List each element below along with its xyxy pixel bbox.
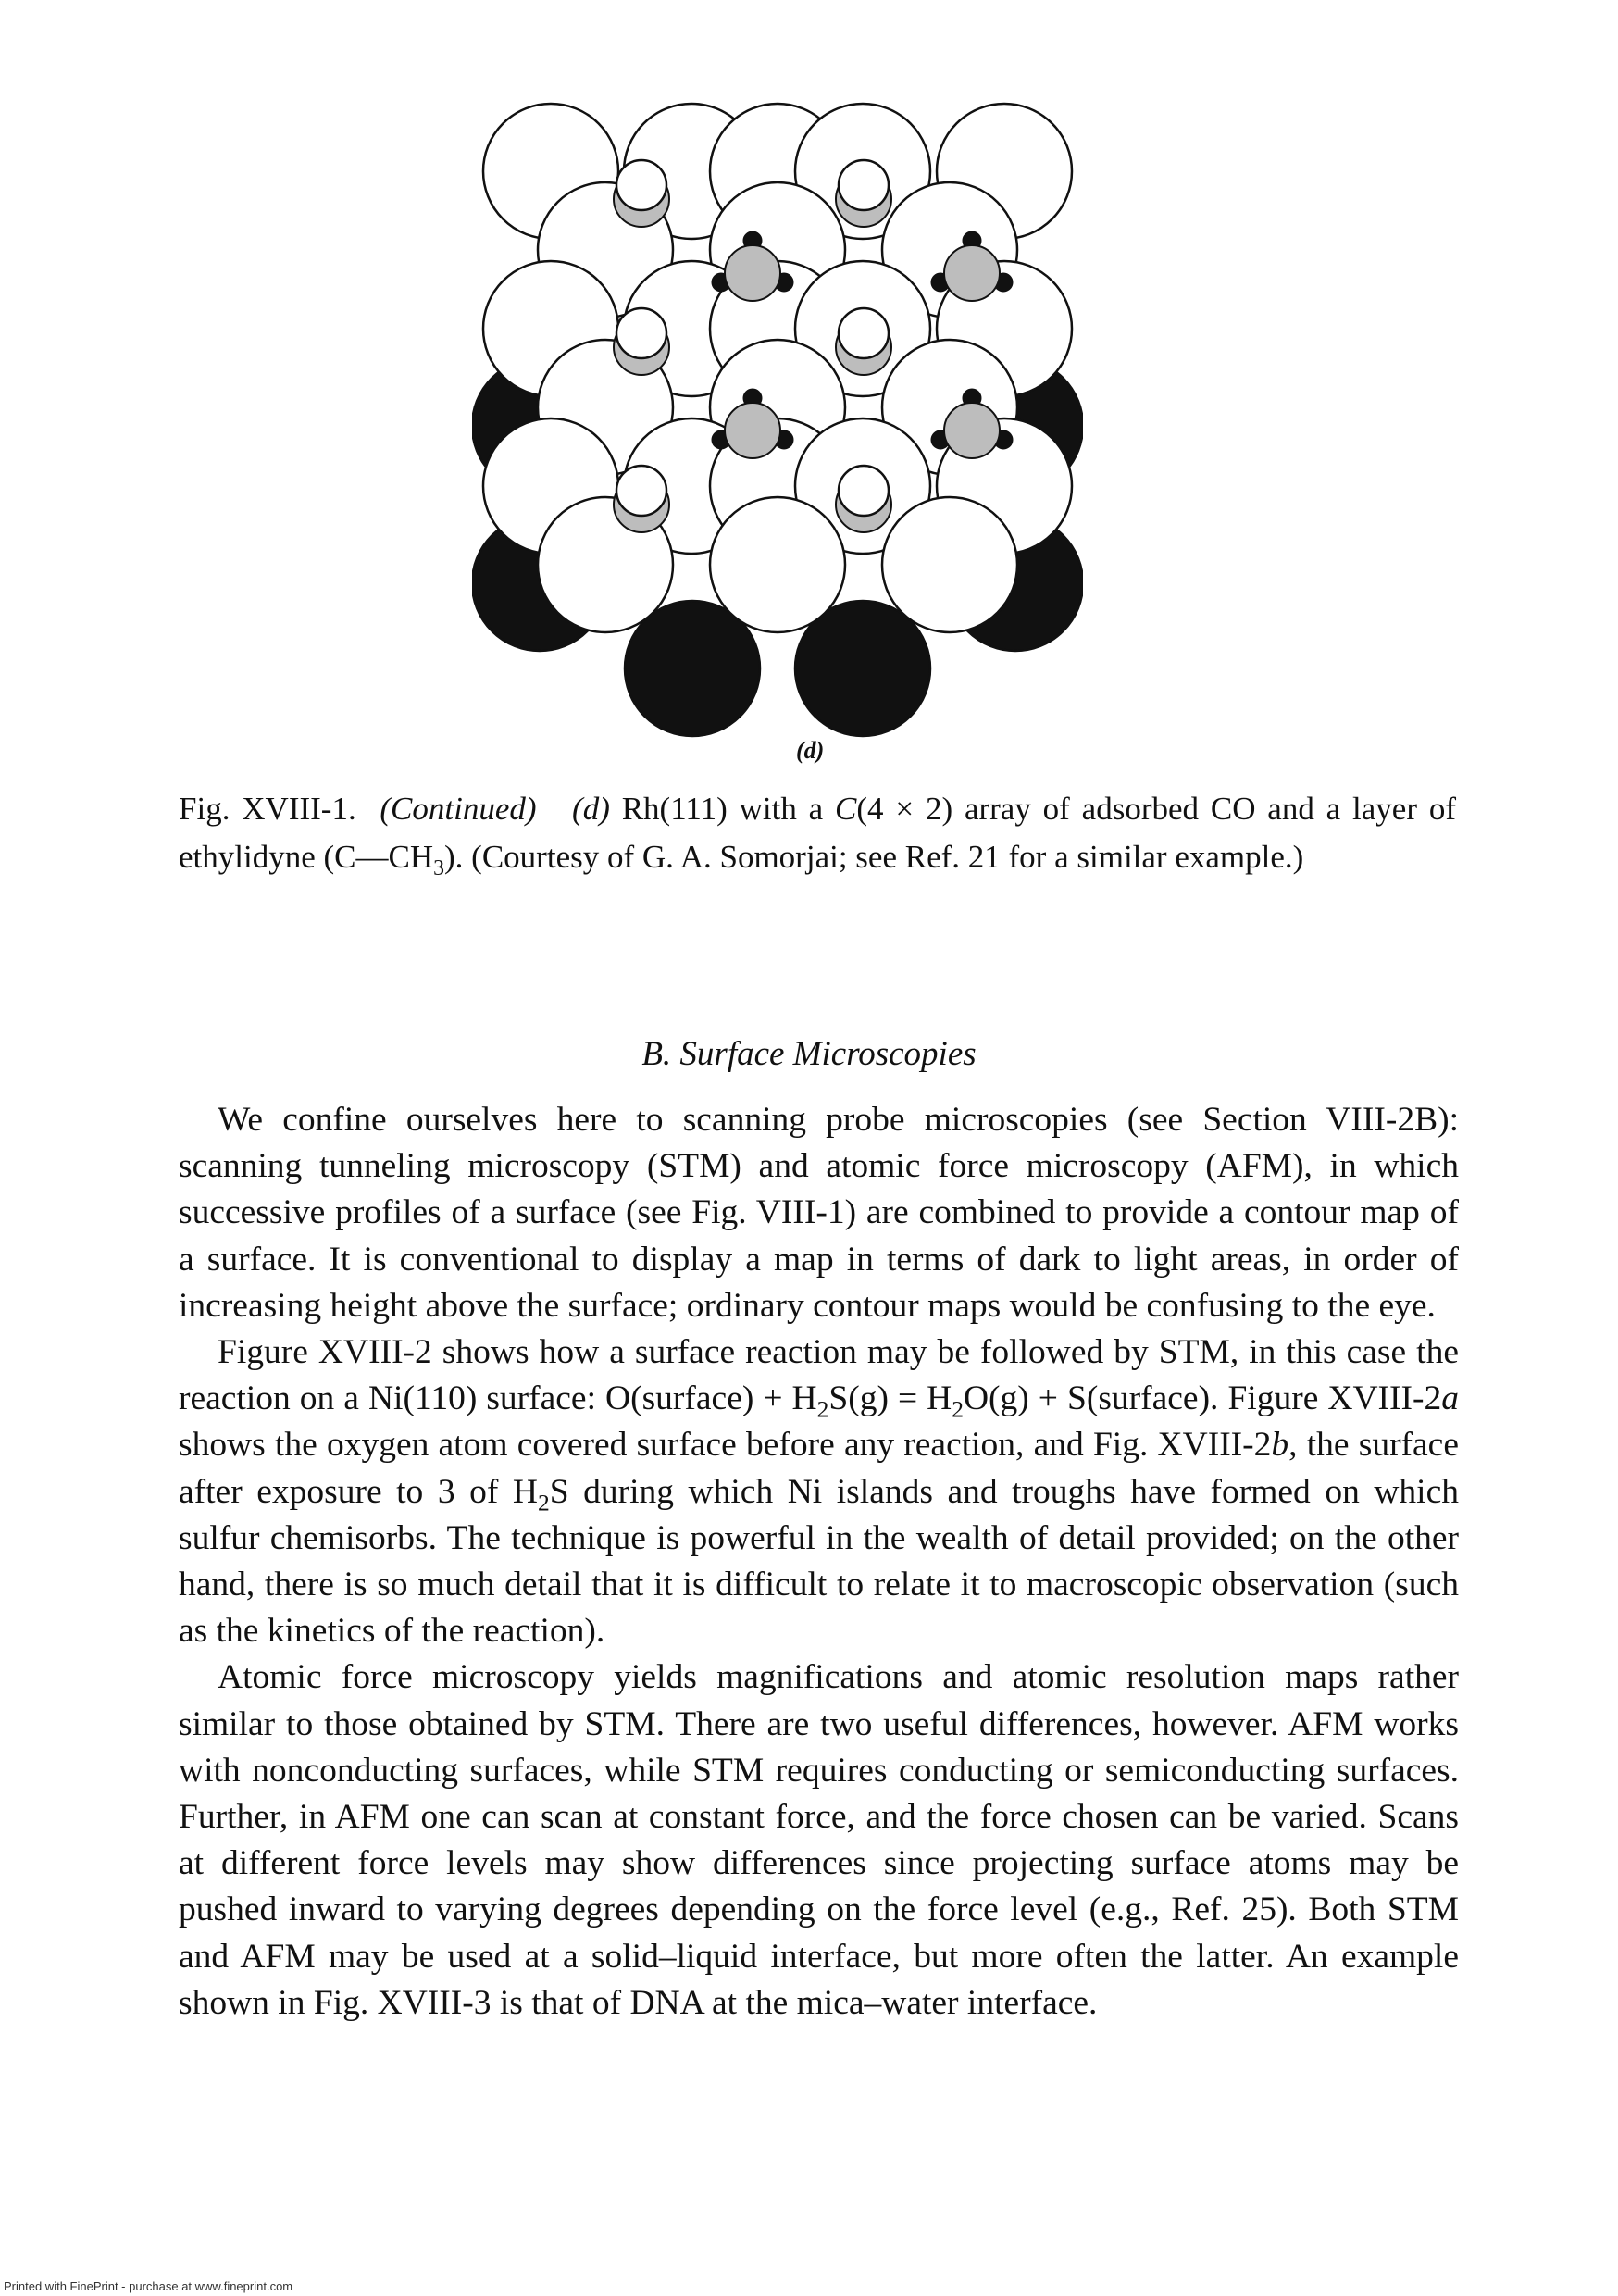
co-oxygen-atom [837,158,890,212]
p2-text-g: , the surface after exposure to 3 of H [179,1426,1459,1511]
caption-text-3: ). (Courtesy of G. A. Somorjai; see Ref.… [444,839,1304,875]
figure-caption: Fig. XVIII-1. (Continued) (d) Rh(111) wi… [179,785,1456,881]
p2-text-c: O(g) + S(surface). Figure XVIII-2 [963,1379,1442,1418]
ethylidyne-carbon-atom [724,402,781,459]
p2-text-h: S during which Ni islands and troughs ha… [179,1472,1459,1651]
p2-sub-3: 2 [537,1489,550,1516]
figure-panel-label: (d) [796,737,825,764]
print-footer: Printed with FinePrint - purchase at www… [4,2279,293,2293]
caption-text-2: (4 × 2) array of adsorbed CO and a layer… [179,791,1456,875]
dark-substrate-atom [793,599,932,738]
ethylidyne-carbon-atom [943,402,1001,459]
co-oxygen-atom [615,464,668,518]
paragraph-2: Figure XVIII-2 shows how a surface react… [179,1329,1459,1654]
caption-text-1: Rh(111) with a [609,791,836,827]
section-heading: B. Surface Microscopies [641,1035,977,1073]
p2-text-a: Figure XVIII-2 shows how a surface react… [179,1333,1459,1418]
co-oxygen-atom [615,158,668,212]
co-oxygen-atom [837,464,890,518]
body-text: We confine ourselves here to scanning pr… [179,1097,1459,2027]
rh-surface-atom [708,495,847,634]
co-oxygen-atom [615,306,668,360]
p2-sub-2: 2 [952,1395,964,1423]
p2-text-e: shows the oxygen atom covered surface be… [179,1426,1272,1465]
caption-c-italic: C [835,791,857,827]
caption-sub: 3 [433,856,445,880]
surface-model-figure [472,102,1083,741]
caption-label: Fig. XVIII-1. [179,791,356,827]
rh111-co-ethylidyne-diagram [472,102,1083,738]
ethylidyne-carbon-atom [724,244,781,302]
co-oxygen-atom [837,306,890,360]
p2-text-b: S(g) = H [828,1379,952,1418]
paragraph-3: Atomic force microscopy yields magnifica… [179,1658,1459,2022]
caption-panel: (d) [572,791,610,827]
caption-continued: (Continued) [380,791,537,827]
dark-substrate-atom [623,599,762,738]
p2-italic-a: a [1441,1379,1459,1418]
p2-italic-b: b [1271,1426,1289,1465]
paragraph-1: We confine ourselves here to scanning pr… [179,1101,1459,1325]
p2-sub-1: 2 [816,1395,829,1423]
ethylidyne-carbon-atom [943,244,1001,302]
rh-surface-atom [880,495,1019,634]
